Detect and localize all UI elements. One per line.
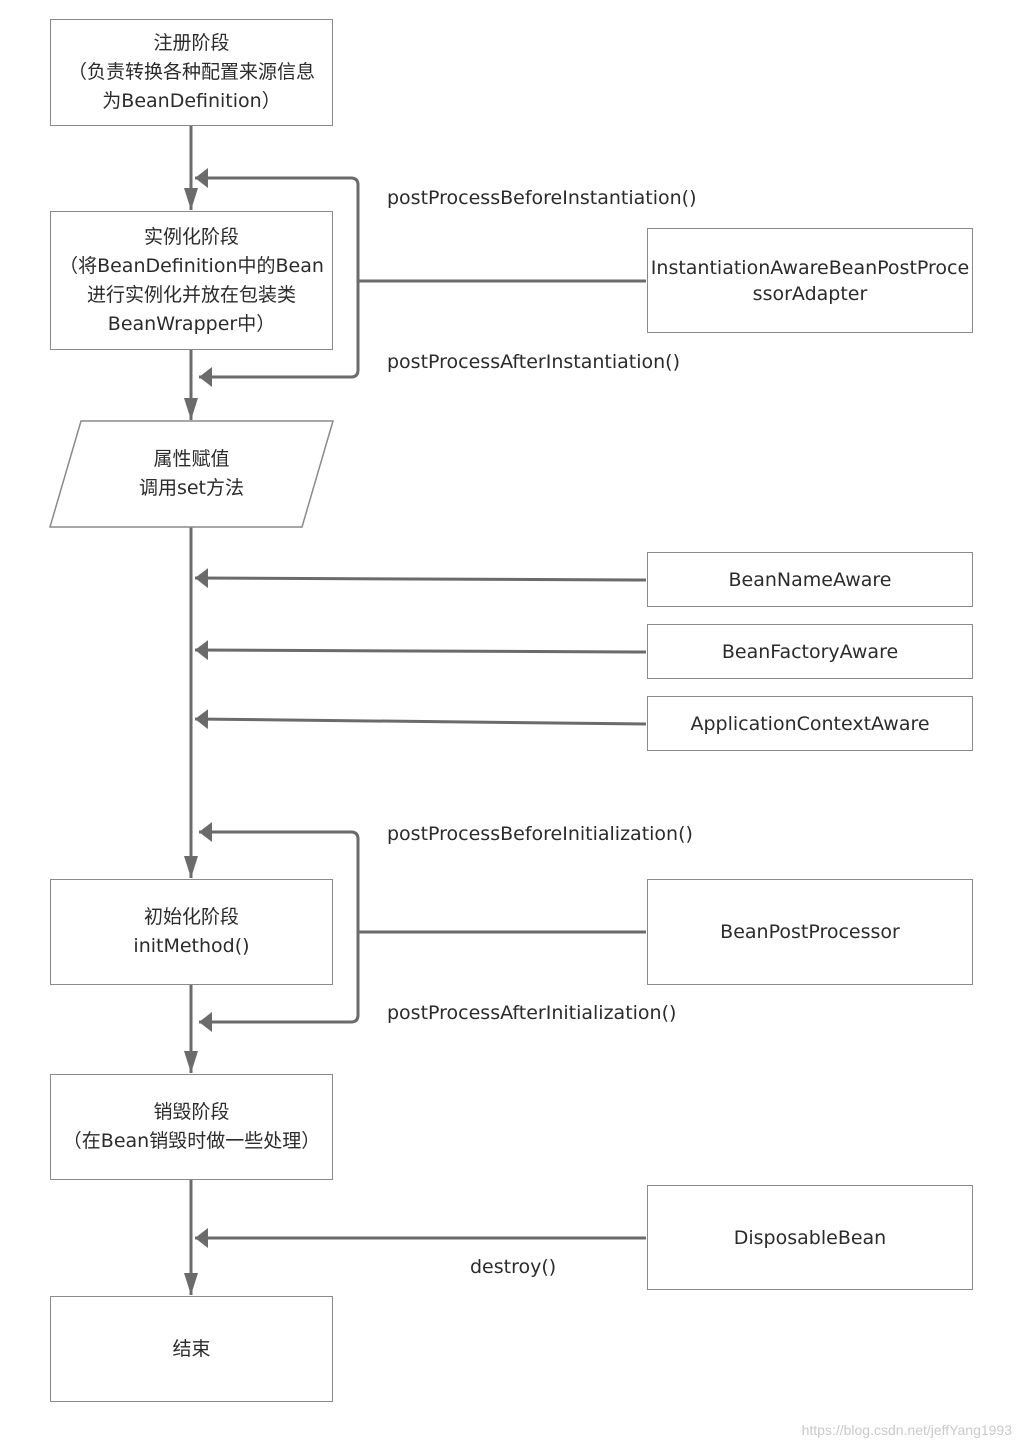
- end-stage-label: 结束: [172, 1337, 211, 1360]
- before-initialization-label: postProcessBeforeInitialization(): [387, 823, 693, 845]
- bean-factory-aware-arrow: [194, 640, 647, 661]
- after-initialization-arrow: [199, 932, 360, 1032]
- populate-stage: 属性赋值 调用set方法: [50, 421, 333, 527]
- initialize-stage-line: 初始化阶段: [143, 906, 239, 928]
- initialize-stage-line: initMethod(): [133, 935, 250, 957]
- initialize-stage-text: 初始化阶段 initMethod(): [133, 903, 249, 961]
- instantiation-aware-processor-line: InstantiationAwareBeanPostProce: [650, 256, 970, 279]
- register-stage-line: 为BeanDefinition）: [102, 90, 281, 112]
- populate-stage-line: 调用set方法: [138, 477, 245, 499]
- bean-name-aware-box: BeanNameAware: [647, 552, 973, 607]
- instantiation-aware-processor-text: InstantiationAwareBeanPostProce ssorAdap…: [651, 255, 969, 307]
- instantiate-stage-line: 实例化阶段: [143, 225, 239, 248]
- destroy-stage-line: （在Bean销毁时做一些处理）: [62, 1130, 321, 1152]
- instantiate-stage-line: 进行实例化并放在包装类: [86, 283, 296, 306]
- before-instantiation-label: postProcessBeforeInstantiation(): [387, 187, 697, 209]
- watermark: https://blog.csdn.net/jeffYang1993: [801, 1422, 1012, 1438]
- bean-post-processor-label: BeanPostProcessor: [720, 921, 900, 943]
- bean-post-processor-box: BeanPostProcessor: [647, 879, 973, 985]
- end-stage-box: 结束: [50, 1296, 333, 1402]
- destroy-stage-line: 销毁阶段: [153, 1101, 230, 1123]
- initialize-stage-box: 初始化阶段 initMethod(): [50, 879, 333, 985]
- bean-name-aware-arrow: [194, 568, 647, 589]
- bean-name-aware-label: BeanNameAware: [728, 568, 892, 591]
- instantiation-aware-processor-box: InstantiationAwareBeanPostProce ssorAdap…: [647, 228, 973, 333]
- instantiate-stage-box: 实例化阶段 （将BeanDefinition中的Bean 进行实例化并放在包装类…: [50, 211, 333, 350]
- destroy-method-label: destroy(): [470, 1256, 557, 1278]
- after-instantiation-arrow: [199, 281, 360, 387]
- populate-stage-text: 属性赋值 调用set方法: [139, 445, 244, 503]
- register-stage-line: 注册阶段: [153, 32, 230, 54]
- disposable-bean-label: DisposableBean: [733, 1226, 887, 1249]
- register-stage-box: 注册阶段 （负责转换各种配置来源信息 为BeanDefinition）: [50, 19, 333, 126]
- instantiate-stage-line: BeanWrapper中）: [107, 312, 276, 335]
- destroy-stage-box: 销毁阶段 （在Bean销毁时做一些处理）: [50, 1074, 333, 1180]
- after-initialization-label: postProcessAfterInitialization(): [387, 1002, 677, 1024]
- bean-factory-aware-box: BeanFactoryAware: [647, 624, 973, 679]
- before-initialization-arrow: [199, 822, 360, 932]
- instantiate-stage-text: 实例化阶段 （将BeanDefinition中的Bean 进行实例化并放在包装类…: [59, 223, 324, 339]
- application-context-aware-label: ApplicationContextAware: [690, 712, 930, 735]
- register-stage-line: （负责转换各种配置来源信息: [67, 61, 315, 83]
- before-instantiation-arrow: [195, 168, 360, 281]
- instantiation-aware-processor-line: ssorAdapter: [752, 282, 868, 305]
- register-stage-text: 注册阶段 （负责转换各种配置来源信息 为BeanDefinition）: [68, 29, 315, 116]
- populate-stage-line: 属性赋值: [153, 448, 230, 470]
- destroy-stage-text: 销毁阶段 （在Bean销毁时做一些处理）: [63, 1098, 320, 1156]
- instantiate-stage-line: （将BeanDefinition中的Bean: [59, 254, 324, 277]
- populate-parallelogram: [48, 420, 335, 528]
- after-instantiation-label: postProcessAfterInstantiation(): [387, 351, 681, 373]
- application-context-aware-arrow: [194, 709, 647, 730]
- disposable-bean-box: DisposableBean: [647, 1185, 973, 1290]
- bean-factory-aware-label: BeanFactoryAware: [721, 640, 899, 663]
- application-context-aware-box: ApplicationContextAware: [647, 696, 973, 751]
